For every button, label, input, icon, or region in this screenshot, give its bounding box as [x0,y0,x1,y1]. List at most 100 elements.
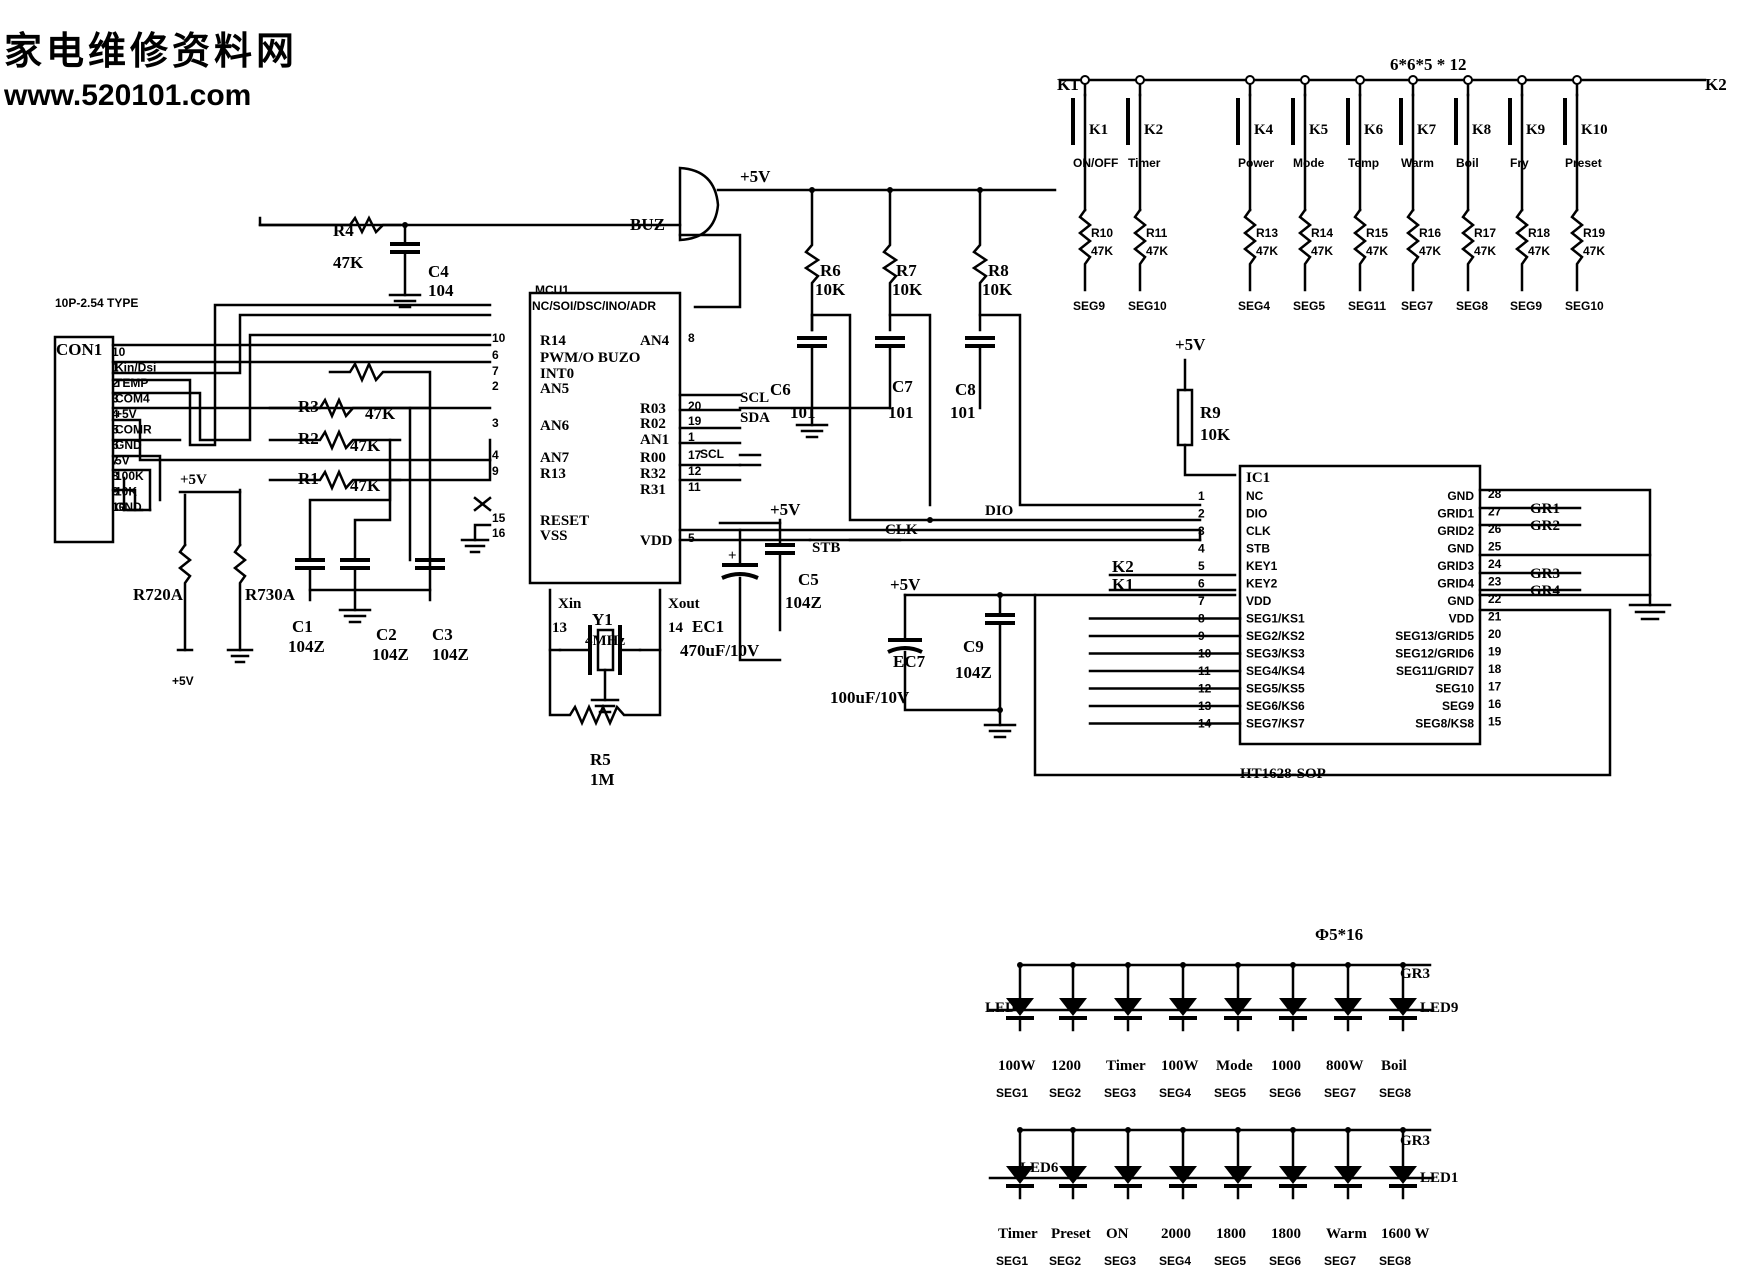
led2-label-left: LED6 [1020,1160,1059,1176]
mcu-pin-left-3: AN5 [540,381,569,397]
key-seg-3: SEG5 [1293,299,1325,313]
mcu-pin-num-left-6: 9 [492,464,499,478]
resistor-r2: R2 47K [268,428,402,455]
led1-seg-4: SEG5 [1214,1086,1246,1100]
led1-seg-0: SEG1 [996,1086,1028,1100]
ht-pin-num-right-12: 16 [1488,697,1502,711]
key-function-3: Mode [1293,156,1325,170]
mcu-pin-left-6: R13 [540,466,566,482]
mcu-pin-right-6: R31 [640,482,666,498]
key-seg-5: SEG7 [1401,299,1433,313]
connector-signal-9: 10K [115,485,137,499]
led2-value-3: 2000 [1161,1226,1191,1242]
ht-pin-left-10: SEG4/KS4 [1246,664,1305,678]
key-res-val-2: 47K [1256,244,1278,258]
led1-seg-6: SEG7 [1324,1086,1356,1100]
connector-signal-5: COMR [115,423,152,437]
ht-pin-num-right-8: 20 [1488,627,1502,641]
capacitor-c2: C2 104Z [338,558,409,664]
r4-value: 47K [333,253,364,272]
key-label-6: K8 [1472,122,1491,138]
resistor-r4: R4 47K [258,215,662,272]
supply-5v-5: +5V [890,575,921,594]
filter-capacitors: C6 101 C7 101 C8 101 SCL SDA DIO CLK STB [738,313,1202,556]
key-seg-2: SEG4 [1238,299,1270,313]
key-res-ref-5: R16 [1419,226,1441,240]
led1-diode-0 [1006,998,1034,1016]
ec1-ref: EC1 [692,617,724,636]
led1-seg-1: SEG2 [1049,1086,1081,1100]
ht-pin-num-left-2: 3 [1198,524,1205,538]
key-label-4: K6 [1364,122,1384,138]
buzzer: BUZ +5V [630,166,1057,309]
ht-pin-right-8: SEG13/GRID5 [1395,629,1474,643]
key-seg-0: SEG9 [1073,299,1105,313]
r730a-label: R730A [245,585,296,604]
ec7-ref: EC7 [893,652,926,671]
connector-pin-5: 5 [112,423,119,437]
capacitor-c3: C3 104Z [415,558,469,664]
ec1-value: 470uF/10V [680,641,760,660]
connector-pin-1: 1 [112,361,119,375]
ht-pin-right-7: VDD [1449,612,1475,626]
r7-value: 10K [892,280,923,299]
key-node-0 [1080,75,1090,85]
led1-grid: GR3 [1400,966,1430,982]
keypad-k1-net: K1 [1057,75,1079,94]
key-function-2: Power [1238,156,1274,170]
led2-diode-2 [1114,1166,1142,1184]
key-seg-7: SEG9 [1510,299,1542,313]
key-label-7: K9 [1526,122,1545,138]
resistor-r9: +5V R9 10K [1175,335,1237,477]
led2-diodes: TimerSEG1PresetSEG2ONSEG32000SEG41800SEG… [988,1127,1435,1268]
mcu-net-label-1: SCL [700,447,724,461]
led1-value-3: 100W [1161,1058,1199,1074]
mcu-pin-num-left-2: 7 [492,364,499,378]
ht-pin-left-6: VDD [1246,594,1272,608]
connector-signal-3: COM4 [115,392,150,406]
connector-pin-3: 3 [112,392,119,406]
led2-seg-3: SEG4 [1159,1254,1191,1268]
led2-grid: GR3 [1400,1133,1430,1149]
led1-diode-5 [1279,998,1307,1016]
led2-diode-1 [1059,1166,1087,1184]
mcu-pin-num-left-1: 6 [492,348,499,362]
r2-value: 47K [350,436,381,455]
key-resistor-2 [1242,208,1258,292]
led2-seg-0: SEG1 [996,1254,1028,1268]
led1-diode-2 [1114,998,1142,1016]
led2-seg-7: SEG8 [1379,1254,1411,1268]
connector-signal-6: GND [115,438,142,452]
key-label-5: K7 [1417,122,1437,138]
key-res-ref-8: R19 [1583,226,1605,240]
led1-node-6 [1345,962,1351,968]
ht-pin-left-1: DIO [1246,507,1267,521]
ht-pin-left-13: SEG7/KS7 [1246,717,1305,731]
ht-pin-right-2: GRID2 [1437,524,1474,538]
ht-pin-num-right-10: 18 [1488,662,1502,676]
led2-value-4: 1800 [1216,1226,1246,1242]
ht-pin-left-12: SEG6/KS6 [1246,699,1305,713]
key-function-8: Preset [1565,156,1602,170]
led2-node-0 [1017,1127,1023,1133]
resistor-r-unlabeled [328,360,432,602]
led1-diode-1 [1059,998,1087,1016]
ht-pin-num-left-1: 2 [1198,507,1205,521]
mcu-xin-pin: 13 [552,620,567,636]
key-res-val-4: 47K [1366,244,1388,258]
led1-node-0 [1017,962,1023,968]
ht-pin-left-11: SEG5/KS5 [1246,682,1305,696]
mcu-xin: Xin [558,596,582,612]
led1-diode-6 [1334,998,1362,1016]
ht-pins-left: NC1DIO2CLK3STB4KEY15KEY26VDD7SEG1/KS18SE… [1088,489,1305,731]
y1-ref: Y1 [592,610,613,629]
key-res-ref-1: R11 [1146,226,1168,240]
ht-pin-num-left-6: 7 [1198,594,1205,608]
ht-pin-right-12: SEG9 [1442,699,1474,713]
ht-pin-num-right-3: 25 [1488,540,1502,554]
led1-diodes: 100WSEG11200SEG2TimerSEG3100WSEG4ModeSEG… [988,962,1435,1100]
key-label-8: K10 [1581,122,1608,138]
connector-pin-10: 10 [112,500,126,514]
led1-seg-2: SEG3 [1104,1086,1136,1100]
ec1-plus: + [728,548,737,564]
